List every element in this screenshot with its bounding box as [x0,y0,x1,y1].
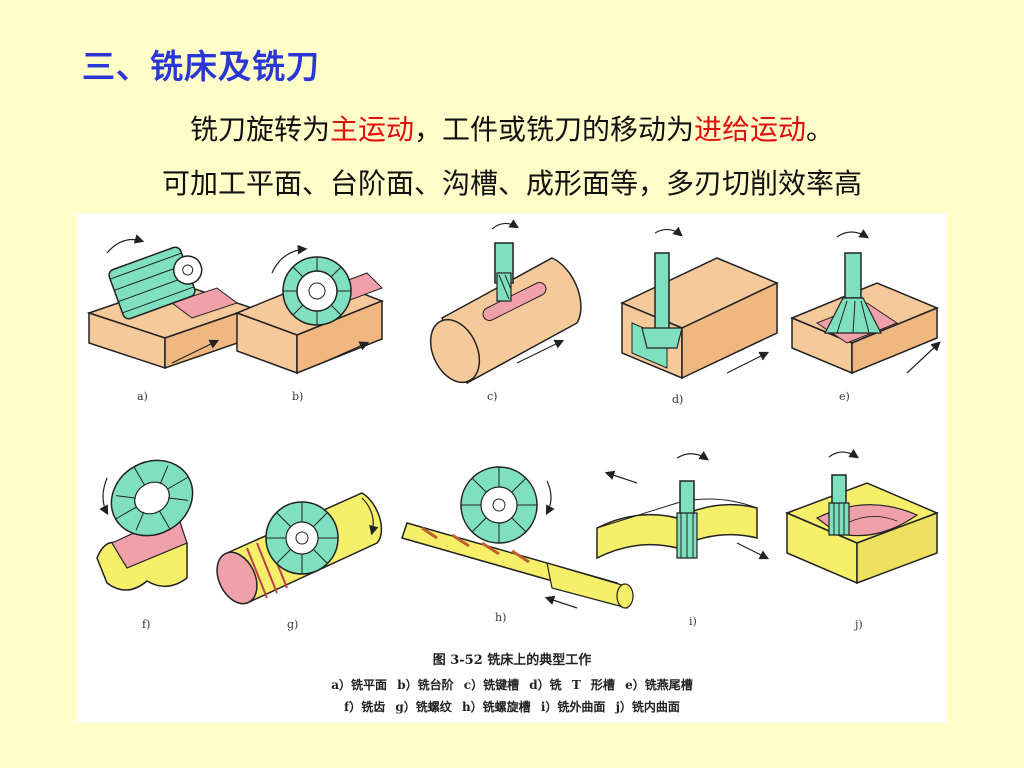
illustration-i-outer-curve-milling [596,451,770,560]
milling-illustrations [86,219,941,609]
label-c: c) [487,390,498,403]
label-b: b) [292,390,304,403]
label-f: f) [142,618,151,631]
figure-caption-line-2: f）铣齿 g）铣螺纹 h）铣螺旋槽 i）铣外曲面 j）铣内曲面 [344,700,680,714]
label-d: d) [672,393,684,406]
illustration-d-t-slot-milling [620,226,779,380]
slide-title: 三、铣床及铣刀 [82,47,320,86]
illustration-j-inner-curve-milling [784,449,940,585]
figure-caption-line-1: a）铣平面 b）铣台阶 c）铣键槽 d）铣 T 形槽 e）铣燕尾槽 [331,678,693,692]
label-j: j) [855,618,863,631]
description-line-2: 可加工平面、台阶面、沟槽、成形面等，多刃切削效率高 [161,167,862,200]
line1-highlight-feed-motion: 进给运动 [694,113,807,146]
line1-part3: 。 [806,113,835,146]
illustration-b-step-milling [234,244,385,375]
label-e: e) [839,390,850,403]
label-h: h) [495,611,507,624]
figure-caption-title: 图 3-52 铣床上的典型工作 [432,653,592,668]
label-a: a) [137,390,148,403]
milling-operations-figure: a) b) c) d) e) f) g) h) i) j) 图 3-52 铣床上… [77,213,947,723]
illustration-f-gear-milling [96,459,194,591]
illustration-h-helical-milling [401,466,634,609]
illustration-g-thread-milling [216,492,383,605]
illustration-a-plane-milling [86,234,255,370]
illustration-c-keyway-milling [429,219,582,385]
description-line-1: 铣刀旋转为主运动，工件或铣刀的移动为进给运动。 [0,108,1024,148]
label-g: g) [287,618,299,631]
line1-part1: 铣刀旋转为 [189,113,330,146]
label-i: i) [689,615,697,628]
illustration-e-dovetail-milling [790,229,941,375]
line1-part2: ，工件或铣刀的移动为 [413,113,694,146]
line1-highlight-main-motion: 主运动 [329,113,414,146]
